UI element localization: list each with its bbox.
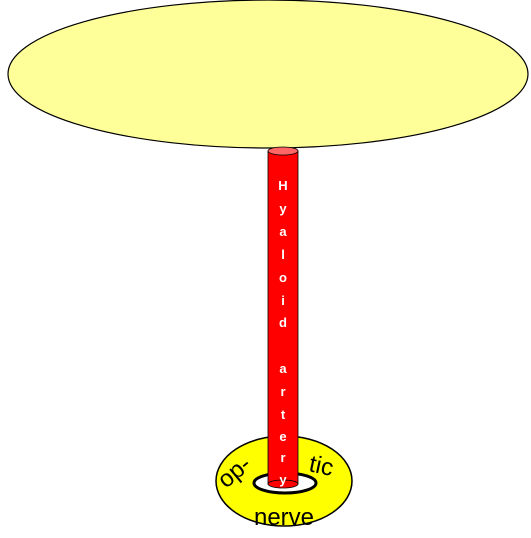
artery-letter: r	[280, 384, 285, 399]
nerve-label: nerve	[254, 504, 314, 531]
artery-letter: H	[278, 178, 287, 193]
artery-letter: l	[281, 247, 285, 262]
artery-letter: i	[281, 293, 285, 308]
artery-letter: t	[281, 407, 286, 422]
artery-letter: y	[279, 201, 287, 216]
artery-letter: o	[279, 270, 287, 285]
artery-letter: a	[279, 361, 287, 376]
hyaloid-artery-top	[268, 147, 298, 155]
artery-letter: y	[279, 472, 287, 487]
artery-letter: r	[280, 450, 285, 465]
lens-ellipse	[8, 0, 528, 148]
artery-letter: e	[279, 429, 286, 444]
artery-letter: a	[279, 224, 287, 239]
artery-letter: d	[279, 315, 287, 330]
